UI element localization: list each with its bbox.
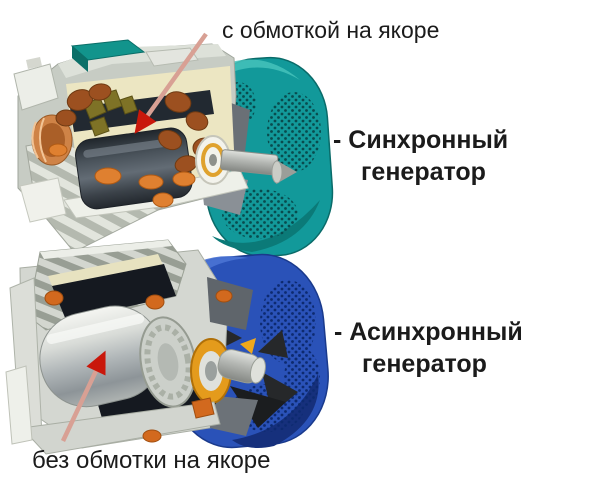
bottom-caption: без обмотки на якоре	[32, 447, 271, 474]
bottom-arrow-shaft	[60, 350, 106, 442]
top-caption: с обмоткой на якоре	[222, 17, 440, 43]
bottom-frame	[5, 277, 221, 455]
asynchronous-label-line1: - Асинхронный	[334, 318, 523, 346]
synchronous-label-line2: генератор	[361, 158, 486, 186]
bottom-end-shield	[207, 277, 253, 330]
bottom-fan-hub-accent	[240, 338, 256, 354]
asynchronous-generator-figure	[5, 239, 329, 455]
bottom-orange-mounts	[44, 289, 233, 443]
bottom-stator-band-top	[52, 264, 176, 320]
top-cover-vent-holes	[267, 92, 321, 172]
bottom-shaft	[217, 349, 266, 384]
top-arrow-shaft	[134, 32, 208, 134]
top-arrow	[134, 32, 208, 134]
asynchronous-generator-label: - Асинхронный генератор	[334, 316, 523, 380]
top-shaft-assembly	[195, 135, 297, 185]
top-coil-pads	[48, 143, 196, 208]
asynchronous-label-line2: генератор	[362, 350, 487, 378]
top-rotor	[75, 127, 193, 210]
synchronous-generator-label: - Синхронный генератор	[333, 124, 508, 188]
synchronous-generator-figure	[13, 39, 334, 258]
bottom-arrow	[60, 350, 106, 442]
top-junction-box	[13, 63, 59, 111]
synchronous-label-line1: - Синхронный	[333, 126, 509, 154]
